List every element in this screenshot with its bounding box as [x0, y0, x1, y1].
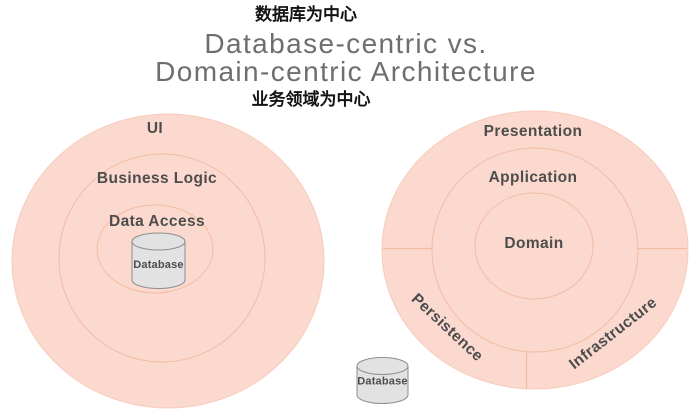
database-label: Database — [133, 259, 184, 271]
database-cylinder-top — [131, 232, 186, 251]
external-database-cylinder-top — [356, 357, 409, 375]
database-centric-diagram: UI Business Logic Data Access Database — [11, 113, 325, 409]
left-inner-ring-data-access — [96, 204, 214, 294]
title-line-2: Domain-centric Architecture — [155, 56, 537, 87]
layer-label-domain: Domain — [504, 235, 563, 252]
layer-label-presentation: Presentation — [484, 123, 583, 140]
right-outer-circle-presentation — [381, 110, 689, 390]
external-database-cylinder-icon: Database — [356, 357, 409, 404]
right-inner-ring-domain — [474, 192, 594, 300]
layer-label-ui: UI — [147, 120, 163, 137]
layer-label-application: Application — [489, 169, 578, 186]
title-line-1: Database-centric vs. — [204, 28, 487, 59]
external-database-label: Database — [357, 376, 408, 388]
left-middle-ring-business-logic — [58, 153, 266, 363]
caption-domain-centric-zh: 业务领域为中心 — [252, 89, 371, 110]
right-middle-ring-application — [431, 147, 639, 353]
layer-label-business-logic: Business Logic — [97, 170, 217, 187]
database-cylinder-body — [131, 241, 186, 289]
layer-label-data-access: Data Access — [109, 213, 205, 230]
caption-database-centric-zh: 数据库为中心 — [255, 4, 357, 25]
external-database-cylinder-body — [356, 366, 409, 404]
domain-centric-diagram: Presentation Application Domain Persiste… — [356, 110, 689, 404]
title-block: 数据库为中心 Database-centric vs. Domain-centr… — [155, 4, 537, 110]
database-cylinder-icon: Database — [131, 232, 186, 289]
